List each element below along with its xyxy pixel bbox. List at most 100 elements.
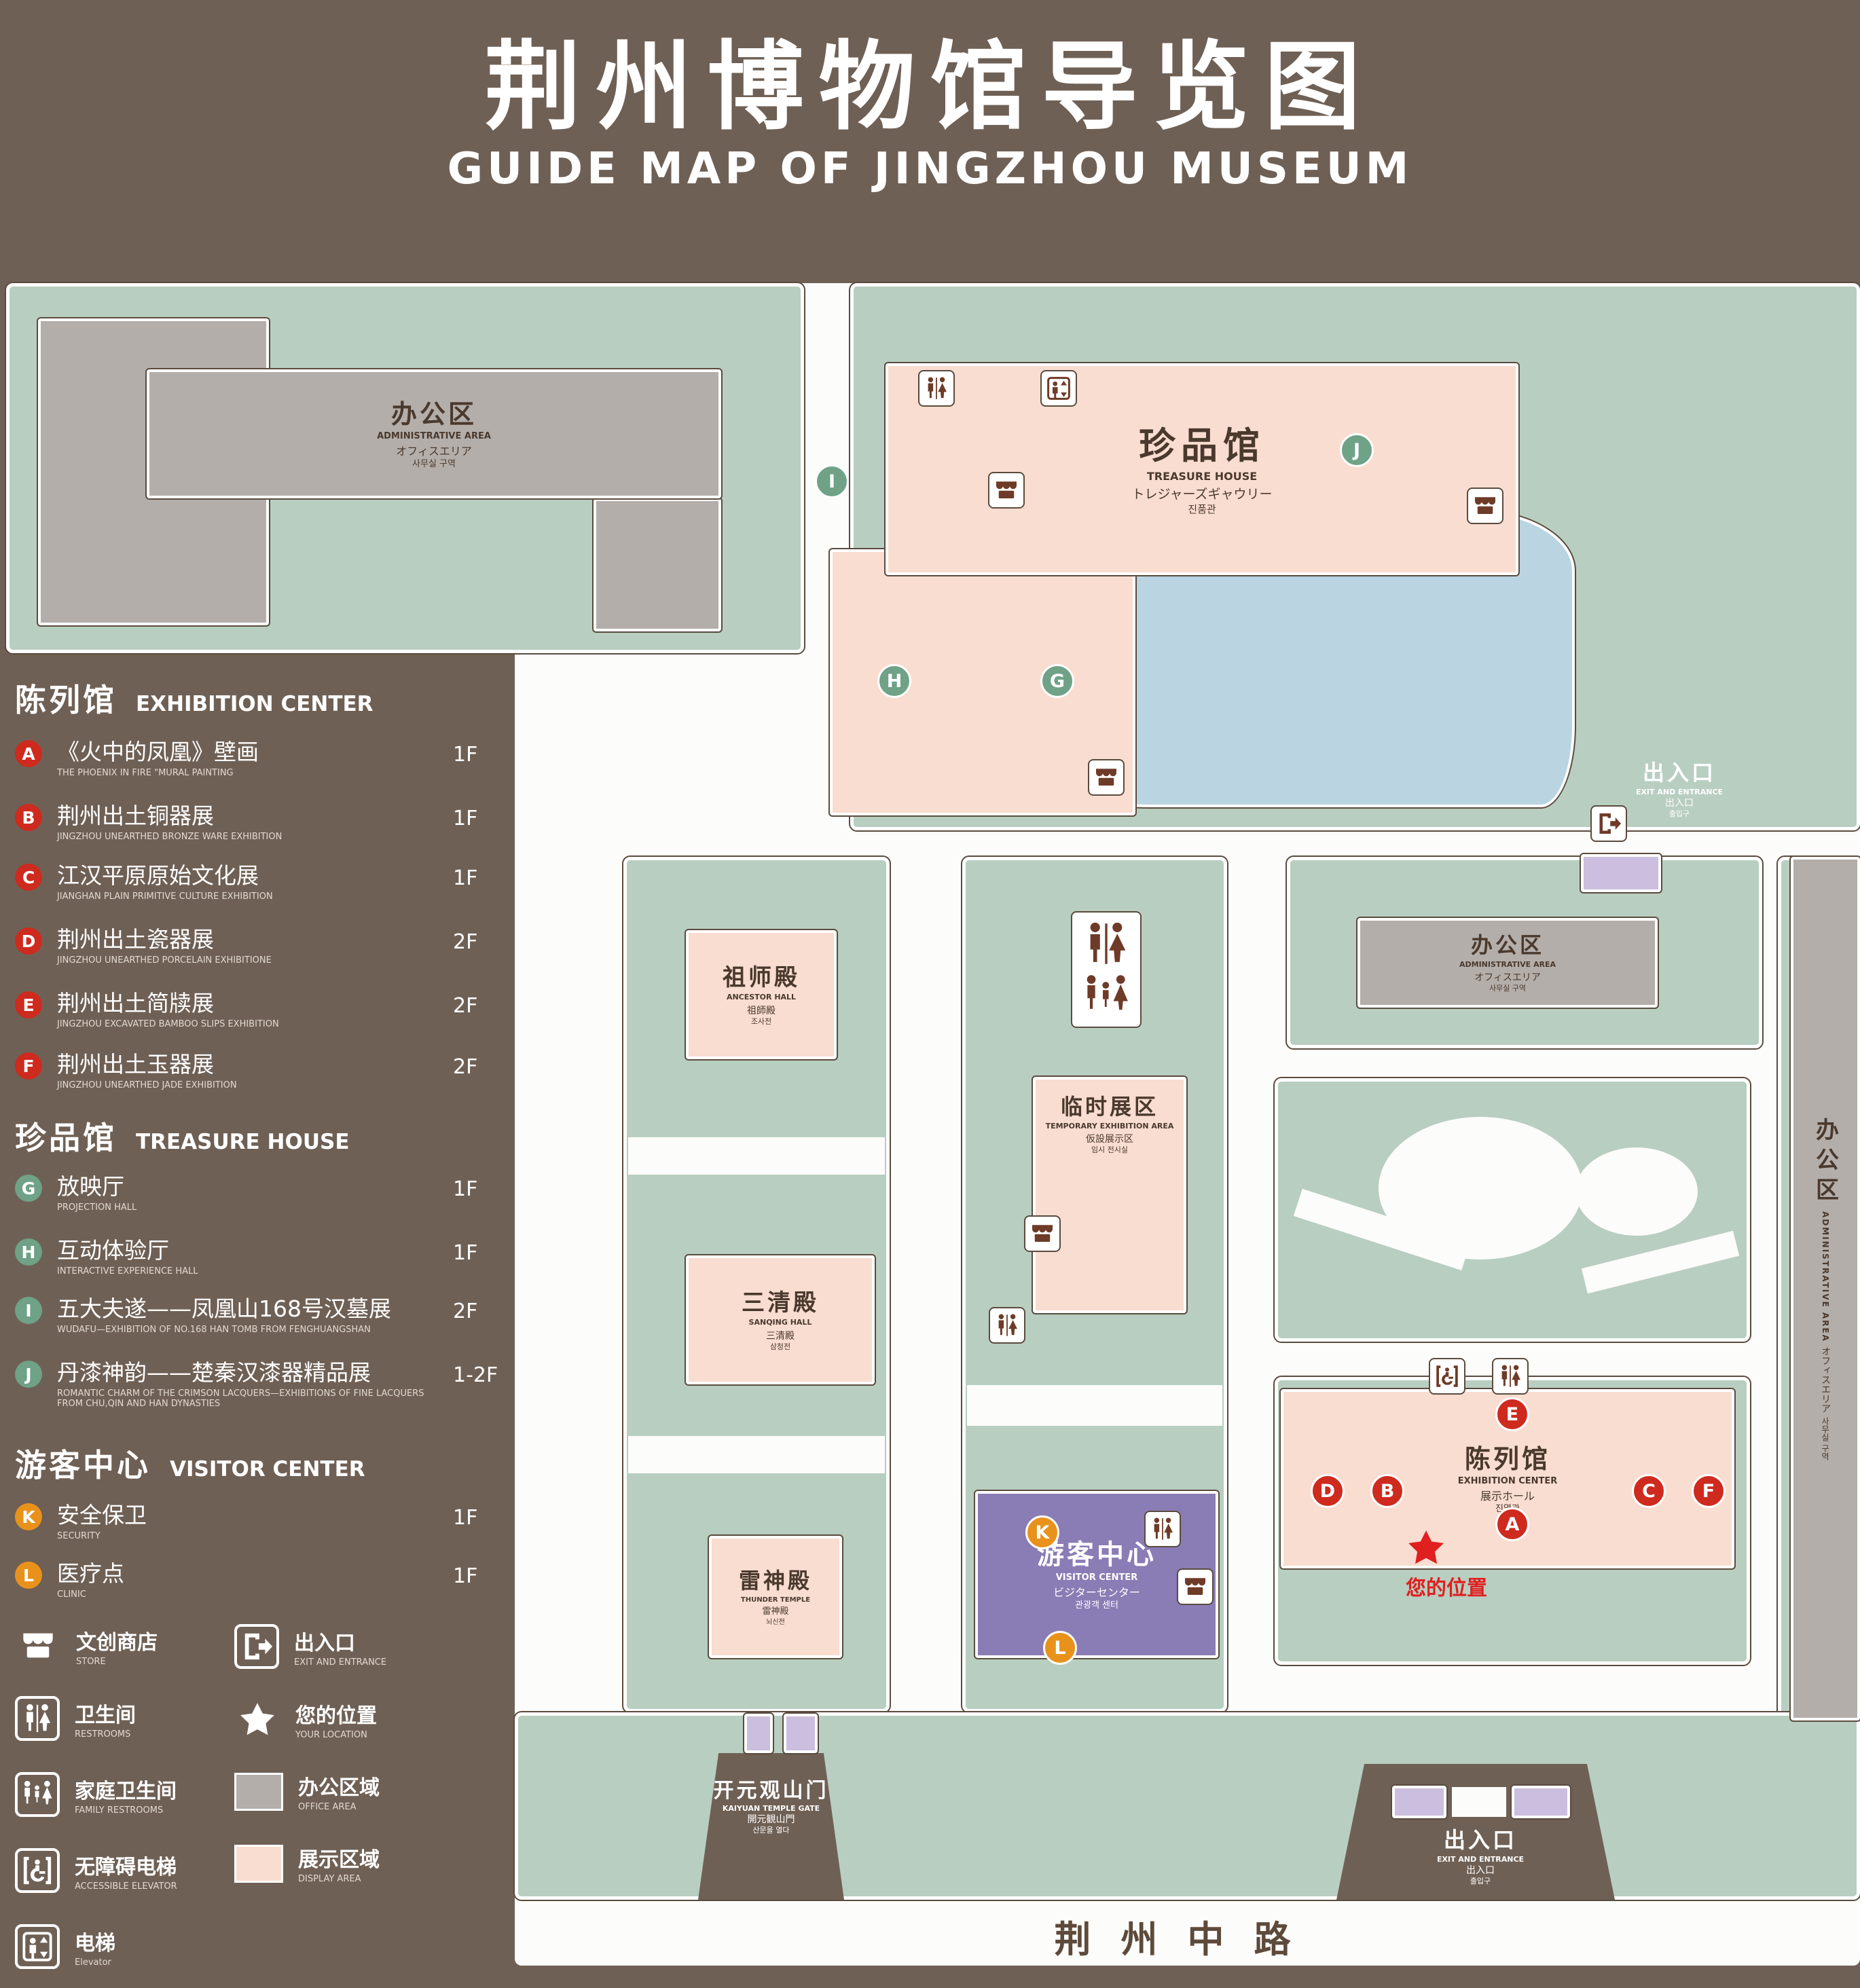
section-title-en: EXHIBITION CENTER [136,692,373,716]
gate-entrance-cut [698,1753,844,1900]
legend-item-L: L 医疗点 CLINIC 1F [15,1560,511,1600]
marker-badge-K: K [15,1503,42,1530]
map-marker-H: H [877,664,911,698]
label-en: EXHIBITION CENTER [1457,1475,1558,1486]
item-title-zh: 荆州出土玉器展 [57,1051,214,1078]
item-title-en: SECURITY [57,1530,101,1541]
legend-symbol-restroom: 卫生间 RESTROOMS [15,1696,136,1741]
label-kr: 뇌신전 [766,1618,785,1626]
legend-section-visitor-center: 游客中心 VISITOR CENTER [15,1441,365,1486]
restroom-family-block [1071,911,1142,1028]
symbol-en: Elevator [75,1957,111,1968]
item-title-zh: 荆州出土简牍展 [57,990,214,1016]
legend-item-D: D 荆州出土瓷器展 JINGZHOU UNEARTHED PORCELAIN E… [15,926,511,965]
item-title-en: JINGZHOU UNEARTHED JADE EXHIBITION [57,1080,237,1090]
thunder-temple-label: 雷神殿 THUNDER TEMPLE 雷神殿 뇌신전 [712,1539,839,1655]
label-zh: 临时展区 [1060,1094,1159,1120]
legend-item-C: C 江汉平原原始文化展 JIANGHAN PLAIN PRIMITIVE CUL… [15,862,511,902]
label-zh: 出入口 [1443,1827,1517,1853]
map-marker-K: K [1025,1515,1059,1549]
legend-symbol-display-area: 展示区域 DISPLAY AREA [234,1843,380,1884]
item-floor: 1F [453,1564,478,1588]
label-zh: 陈列馆 [1464,1443,1550,1474]
item-title-en: INTERACTIVE EXPERIENCE HALL [57,1266,198,1276]
map-marker-E: E [1495,1397,1529,1431]
legend-item-H: H 互动体验厅 INTERACTIVE EXPERIENCE HALL 1F [15,1237,511,1276]
label-en: ADMINISTRATIVE AREA [377,430,491,441]
accessible-elevator-icon [1429,1358,1465,1395]
label-jp: オフィスエリア [396,444,472,458]
store-icon [1467,487,1503,524]
map-marker-B: B [1370,1474,1404,1508]
building-admin-east: 办公区 ADMINISTRATIVE AREA オフィスエリア 사무실 구역 [1357,918,1658,1008]
item-title-zh: 安全保卫 [57,1502,147,1528]
map-marker-L: L [1043,1631,1077,1665]
label-kr: 출입구 [1470,1877,1491,1886]
label-en: TEMPORARY EXHIBITION AREA [1045,1121,1174,1130]
label-jp: 展示ホール [1480,1489,1535,1503]
building-treasure-house: 珍品馆 TREASURE HOUSE トレジャーズギャウリー 진품관 [886,363,1518,575]
item-title-zh: 荆州出土铜器展 [57,803,214,829]
label-zh: 三清殿 [742,1289,819,1317]
path-central [967,1385,1222,1426]
label-jp: 雷神殿 [762,1606,789,1617]
building-admin-south-wing [594,498,721,631]
family-restroom-icon [1087,975,1128,1010]
marker-badge-L: L [15,1562,42,1589]
label-kr: 진품관 [1188,502,1216,515]
exit-icon [234,1624,279,1669]
legend-symbol-accessible-elevator: 无障碍电梯 ACCESSIBLE ELEVATOR [15,1848,177,1893]
legend-symbol-elevator: 电梯 Elevator [15,1924,115,1969]
symbol-en: EXIT AND ENTRANCE [294,1657,387,1668]
sanqing-hall-label: 三清殿 SANQING HALL 三清殿 삼청전 [689,1258,872,1382]
section-title-en: TREASURE HOUSE [136,1130,350,1154]
item-floor: 1F [453,807,478,830]
office-area-swatch [234,1772,283,1811]
label-kr: 사무실 구역 [1820,1416,1830,1460]
item-floor: 1F [453,1506,478,1530]
label-jp: 出入口 [1466,1864,1495,1876]
symbol-zh: 无障碍电梯 [75,1855,177,1879]
item-title-en: THE PHOENIX IN FIRE "MURAL PAINTING [57,767,234,778]
label-zh: 办公区 [1811,1117,1839,1207]
label-en: KAIYUAN TEMPLE GATE [722,1804,820,1813]
road-label: 荆州中路 [1054,1918,1321,1961]
building-sanqing-hall: 三清殿 SANQING HALL 三清殿 삼청전 [686,1255,875,1384]
symbol-zh: 家庭卫生间 [75,1779,177,1803]
item-title-en: CLINIC [57,1589,86,1600]
label-jp: 三清殿 [766,1330,795,1342]
label-en: EXIT AND ENTRANCE [1436,1854,1525,1864]
section-title-zh: 陈列馆 [15,682,117,718]
legend-item-G: G 放映厅 PROJECTION HALL 1F [15,1173,511,1213]
display-area-swatch [234,1844,283,1883]
item-floor: 1-2F [453,1363,498,1387]
treasure-house-label: 珍品馆 TREASURE HOUSE トレジャーズギャウリー 진품관 [888,366,1516,572]
map-marker-I: I [815,464,849,498]
item-title-zh: 丹漆神韵——楚秦汉漆器精品展 [57,1359,371,1386]
symbol-en: STORE [76,1656,106,1667]
marker-badge-C: C [15,864,42,891]
legend-item-A: A 《火中的凤凰》壁画 THE PHOENIX IN FIRE "MURAL P… [15,739,511,778]
admin-strip-label: 办公区 ADMINISTRATIVE AREA オフィスエリア 사무실 구역 [1793,860,1857,1718]
label-zh: 办公区 [390,399,477,429]
label-jp: オフィスエリア [1474,972,1541,984]
item-title-en: JIANGHAN PLAIN PRIMITIVE CULTURE EXHIBIT… [57,891,273,902]
item-title-zh: 互动体验厅 [57,1237,169,1264]
your-location-label: 您的位置 [1406,1577,1487,1600]
map-marker-G: G [1040,664,1074,698]
family-restroom-icon [15,1772,60,1817]
item-floor: 2F [453,1055,478,1079]
building-thunder-temple: 雷神殿 THUNDER TEMPLE 雷神殿 뇌신전 [709,1536,842,1658]
legend-item-E: E 荆州出土简牍展 JINGZHOU EXCAVATED BAMBOO SLIP… [15,990,511,1029]
label-jp: 出入口 [1665,797,1694,809]
elevator-icon [15,1924,60,1969]
admin-northwest-label: 办公区 ADMINISTRATIVE AREA オフィスエリア 사무실 구역 [149,372,718,496]
item-floor: 1F [453,1177,478,1201]
legend-item-I: I 五大夫遂——凤凰山168号汉墓展 WUDAFU—EXHIBITION OF … [15,1295,511,1335]
map-marker-F: F [1692,1474,1726,1508]
map-marker-C: C [1632,1474,1666,1508]
item-title-zh: 江汉平原原始文化展 [57,862,259,889]
path-temple-2 [628,1436,885,1473]
store-icon [1088,759,1125,796]
